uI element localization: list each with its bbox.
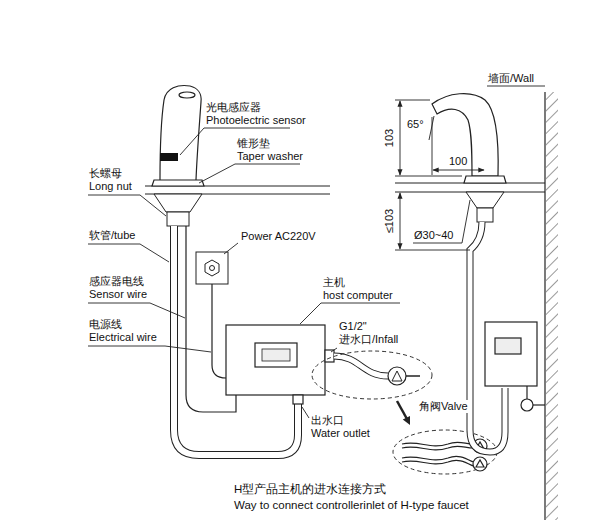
part-label: G1/2" [338, 320, 368, 333]
faucet-body [152, 180, 204, 186]
dimension-text: 103 [383, 128, 396, 148]
leader-line [88, 244, 169, 262]
part-label: Photoelectric sensor [205, 114, 307, 127]
part-label: Water outlet [310, 427, 371, 440]
leader-line [487, 86, 545, 87]
inlet-pipe [406, 375, 420, 377]
dimension-line [433, 170, 484, 171]
taper-washer-and-nut [466, 192, 504, 208]
leader-line [88, 303, 185, 318]
taper-washer-and-nut [167, 212, 189, 226]
part-label: Electrical wire [88, 331, 158, 344]
leader-line [88, 195, 166, 216]
faucet-body [152, 86, 204, 186]
host-controller [485, 322, 545, 411]
dimension-text: 100 [448, 155, 468, 168]
dimension-line [400, 193, 401, 249]
dimension-line [395, 100, 430, 101]
h-type-inlet [473, 457, 487, 471]
caption-note: H型产品主机的进水连接方式 [233, 483, 387, 496]
taper-washer-and-nut [466, 192, 504, 222]
part-label: 长螺母 [88, 167, 123, 180]
leader-line [88, 346, 211, 352]
host-controller [485, 322, 537, 386]
dimension-line [429, 116, 434, 140]
faucet-body [179, 92, 195, 98]
part-label: 角阀Valve [418, 400, 469, 413]
dimension-line [395, 176, 462, 177]
dimension-line [413, 200, 470, 243]
caption-note: Way to connect controllerinlet of H-type… [233, 499, 470, 512]
dimension-text: 65° [406, 118, 425, 131]
part-label: 软管/tube [88, 229, 136, 242]
dimension-line [395, 100, 484, 250]
part-label: Long nut [88, 180, 133, 193]
power-socket [210, 266, 215, 271]
taper-washer-and-nut [477, 208, 493, 222]
faucet-body [464, 176, 506, 183]
part-label: Sensor wire [88, 288, 148, 301]
power-socket [205, 260, 219, 276]
h-type-inlet [402, 460, 473, 466]
leader-line [88, 128, 400, 418]
part-label: 电源线 [88, 318, 123, 331]
wall-hatch [546, 92, 558, 520]
h-type-inlet [476, 460, 484, 467]
host-controller [255, 343, 297, 367]
host-controller [526, 386, 527, 399]
detail-arrow [403, 416, 410, 425]
dimension-line [395, 250, 470, 251]
leader-line [302, 407, 309, 418]
power-socket [196, 252, 228, 284]
inlet-pipe [334, 356, 388, 376]
detail-arrow [397, 401, 407, 419]
part-label: 进水口/Infall [338, 333, 399, 346]
part-label: host computer [322, 289, 394, 302]
detail-arrow [397, 401, 410, 425]
countertop [395, 183, 545, 192]
part-label: 光电感应器 [205, 101, 262, 114]
wall [544, 92, 545, 520]
leader-line [199, 164, 300, 183]
countertop [145, 186, 330, 194]
inlet-pipe [392, 371, 402, 381]
inlet-pipe [388, 367, 406, 385]
host-controller [533, 404, 545, 405]
faucet-body [432, 94, 498, 176]
part-label: Power AC220V [240, 230, 317, 243]
faucet-body [432, 94, 506, 183]
inlet-pipe [334, 356, 420, 385]
host-controller [495, 338, 521, 354]
taper-washer-and-nut [154, 194, 202, 226]
detail-circle [312, 351, 432, 399]
host-controller [262, 349, 290, 361]
host-controller [226, 325, 325, 395]
dimension-text: Ø30~40 [413, 229, 454, 242]
part-label: 主机 [322, 276, 346, 289]
power-socket [196, 252, 228, 284]
host-controller [325, 350, 334, 362]
taper-washer-and-nut [154, 194, 202, 212]
part-label: 锥形垫 [236, 137, 271, 150]
leader-line [224, 243, 238, 254]
h-type-inlet [402, 446, 473, 450]
electrical-wire [212, 284, 226, 378]
host-controller [293, 395, 303, 404]
h-type-inlet [402, 442, 473, 446]
host-controller [521, 399, 533, 411]
dimension-line [400, 101, 401, 175]
faucet-body [160, 86, 201, 180]
part-label: 感应器电线 [88, 275, 145, 288]
part-label: 墙面/Wall [487, 72, 535, 85]
sensor-window [160, 153, 178, 161]
part-label: 出水口 [310, 414, 345, 427]
dimension-text: ≤103 [383, 208, 396, 234]
inlet-pipe [334, 356, 388, 376]
part-label: Taper washer [236, 150, 304, 163]
leader-line [331, 348, 337, 352]
